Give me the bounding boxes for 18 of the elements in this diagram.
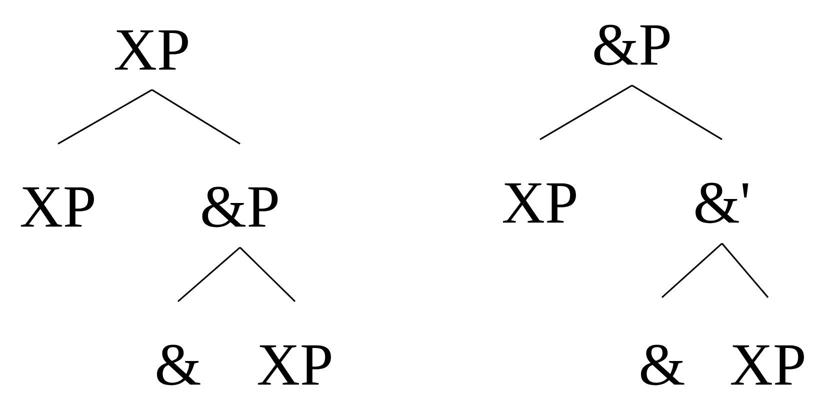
tree-label: XP [730, 345, 804, 385]
tree-label: & [156, 344, 200, 386]
branch-line [152, 89, 240, 145]
tree-label: XP [502, 183, 576, 223]
tree-label: & [640, 344, 684, 386]
branch-line [721, 242, 769, 298]
branch-line [239, 246, 296, 302]
tree-label: &' [696, 182, 748, 224]
tree-label: &P [202, 186, 278, 228]
tree-label: XP [20, 187, 94, 227]
tree-label: XP [258, 345, 331, 385]
tree-label: XP [114, 30, 188, 70]
branch-line [177, 246, 241, 302]
branch-line [632, 84, 722, 140]
branch-line [58, 89, 152, 145]
tree-label: &P [594, 24, 670, 66]
branch-line [540, 84, 632, 140]
branch-line [661, 242, 723, 298]
